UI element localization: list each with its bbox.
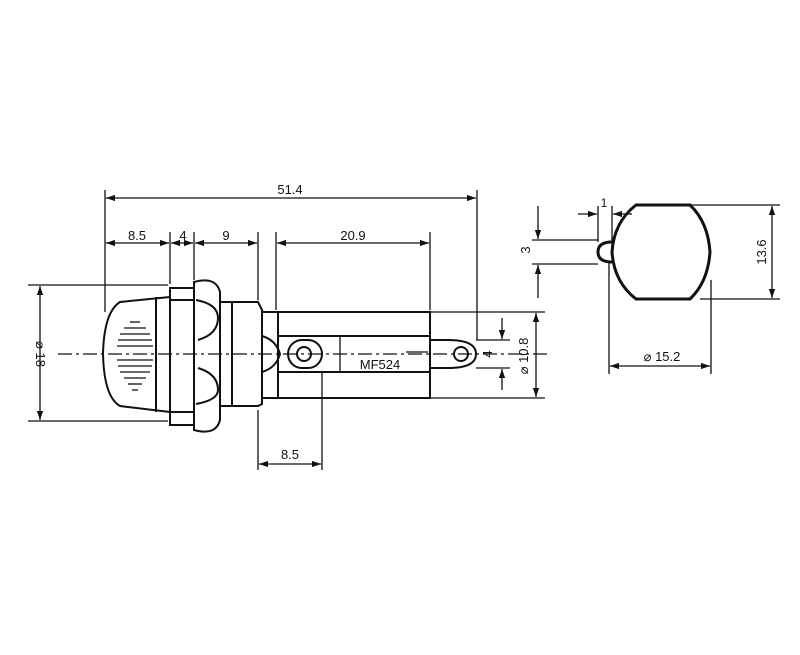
dim-nut-width: 9 [222, 228, 229, 243]
part-label: MF524 [360, 357, 400, 372]
dim-key-width: 1 [601, 196, 608, 210]
dim-body-diameter: ⌀ 10.8 [516, 338, 531, 375]
hex-nut [193, 279, 221, 433]
dim-flange-thickness: 4 [179, 228, 186, 243]
flange [169, 287, 195, 426]
side-view-dimensions: 51.4 8.5 4 9 20.9 8.5 ⌀ 18 4 ⌀ 10.8 [28, 182, 545, 470]
terminal-tab-1 [287, 339, 323, 369]
dim-flange-offset: 8.5 [128, 228, 146, 243]
side-view: MF524 [58, 279, 548, 433]
end-view-dimensions: 13.6 ⌀ 15.2 3 1 [518, 196, 780, 374]
end-view-outline [610, 203, 712, 301]
dim-terminal-start: 8.5 [281, 447, 299, 462]
end-view [596, 203, 712, 301]
dim-width: ⌀ 15.2 [644, 349, 681, 364]
dim-key-height: 3 [518, 246, 533, 253]
cap-knob [101, 295, 171, 414]
dim-terminal-span: 20.9 [340, 228, 365, 243]
dim-height: 13.6 [754, 239, 769, 264]
dim-overall-length: 51.4 [277, 182, 302, 197]
dim-tab-width: 4 [480, 350, 495, 357]
locating-key [596, 240, 613, 264]
fuse-body [261, 311, 431, 399]
terminal-tab-2 [430, 339, 478, 369]
dim-cap-diameter: ⌀ 18 [33, 341, 48, 367]
